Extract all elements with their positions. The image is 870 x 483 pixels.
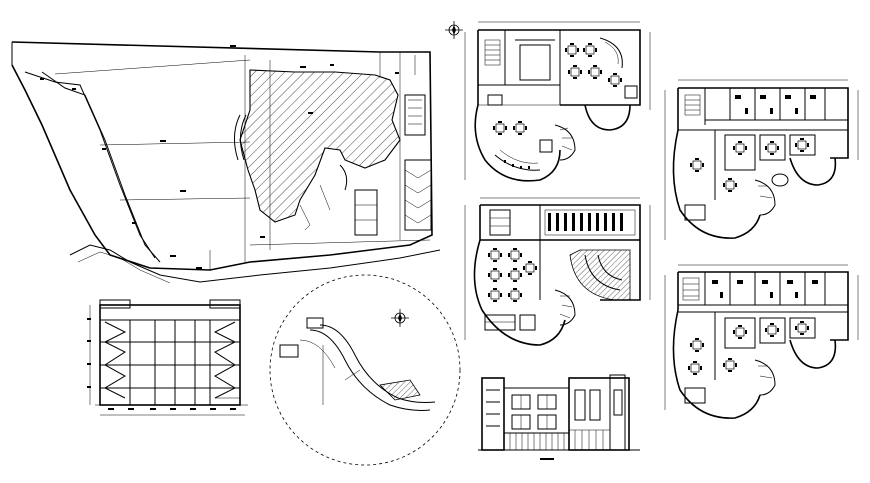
floor-plan-ground <box>444 20 651 182</box>
floor-plan-first <box>464 197 651 346</box>
north-arrow-icon <box>390 308 410 328</box>
site-plan <box>11 41 441 284</box>
floor-plan-third <box>664 264 859 419</box>
floor-plan-second <box>664 79 859 240</box>
location-detail-circle <box>269 274 461 466</box>
north-arrow-icon <box>444 20 464 40</box>
building-section <box>87 299 248 416</box>
front-elevation <box>478 374 640 460</box>
